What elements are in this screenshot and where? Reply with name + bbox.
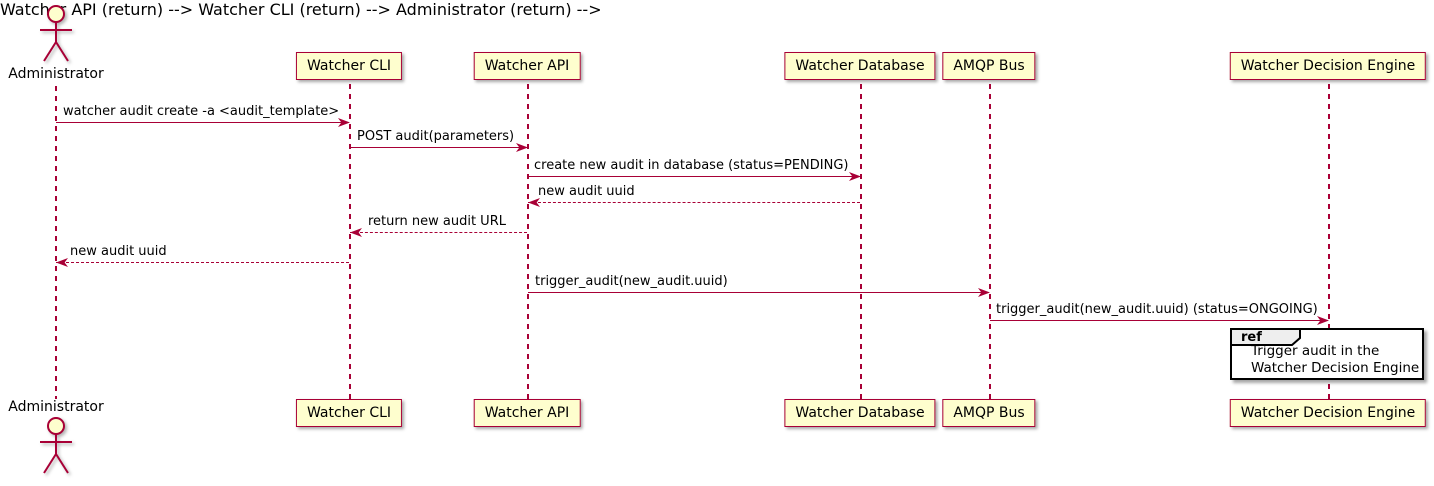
message-4-line	[528, 202, 860, 203]
lifeline-amqp-bus	[989, 84, 991, 399]
message-3-label: create new audit in database (status=PEN…	[534, 158, 849, 173]
message-8-line	[990, 320, 1328, 321]
participant-box-watcher-database-top: Watcher Database	[784, 52, 936, 80]
message-7-arrowhead	[978, 288, 990, 297]
actor-label-top: Administrator	[8, 66, 104, 82]
message-6-arrowhead	[56, 258, 68, 267]
message-4-label: new audit uuid	[538, 184, 635, 199]
participant-box-watcher-decision-engine-top: Watcher Decision Engine	[1229, 52, 1427, 80]
actor-label-bottom: Administrator	[8, 399, 104, 415]
message-7-label: trigger_audit(new_audit.uuid)	[535, 274, 728, 289]
participant-box-amqp-bus-bottom: AMQP Bus	[942, 399, 1036, 427]
ref-text-line-2: Watcher Decision Engine	[1251, 360, 1420, 376]
lifeline-administrator	[55, 86, 57, 399]
participant-box-watcher-cli-top: Watcher CLI	[295, 52, 403, 80]
participant-box-watcher-decision-engine-bottom: Watcher Decision Engine	[1229, 399, 1427, 427]
message-7-line	[528, 292, 989, 293]
message-6-line	[56, 262, 349, 263]
message-2-arrowhead	[516, 143, 528, 152]
participant-box-watcher-cli-bottom: Watcher CLI	[295, 399, 403, 427]
lifeline-watcher-database	[860, 84, 862, 399]
message-5-label: return new audit URL	[368, 214, 506, 229]
actor-icon-top	[40, 5, 72, 62]
message-8-arrowhead	[1317, 316, 1329, 325]
ref-tag-pentagon	[1230, 328, 1301, 346]
message-4-arrowhead	[528, 198, 540, 207]
message-2-label: POST audit(parameters)	[357, 129, 515, 144]
actor-icon-bottom	[40, 417, 72, 474]
participant-box-watcher-api-top: Watcher API	[473, 52, 581, 80]
message-1-line	[56, 122, 349, 123]
ref-text-line-1: Trigger audit in the	[1251, 343, 1380, 359]
lifeline-watcher-api	[527, 84, 529, 399]
message-1-label: watcher audit create -a <audit_template>	[63, 104, 340, 119]
ref-text: Trigger audit in the Watcher Decision En…	[1251, 343, 1419, 377]
participant-box-amqp-bus-top: AMQP Bus	[942, 52, 1036, 80]
message-8-label: trigger_audit(new_audit.uuid) (status=ON…	[996, 302, 1318, 317]
message-5-arrowhead	[350, 228, 362, 237]
lifeline-watcher-decision-engine	[1328, 84, 1330, 399]
participant-box-watcher-api-bottom: Watcher API	[473, 399, 581, 427]
message-3-line	[528, 176, 860, 177]
message-6-label: new audit uuid	[70, 244, 167, 259]
message-5-line	[350, 232, 527, 233]
ref-keyword: ref	[1241, 330, 1262, 345]
message-3-arrowhead	[849, 172, 861, 181]
message-1-arrowhead	[338, 118, 350, 127]
participant-box-watcher-database-bottom: Watcher Database	[784, 399, 936, 427]
ref-frame: ref Trigger audit in the Watcher Decisio…	[1230, 328, 1424, 380]
lifeline-watcher-cli	[349, 84, 351, 399]
message-2-line	[350, 147, 527, 148]
